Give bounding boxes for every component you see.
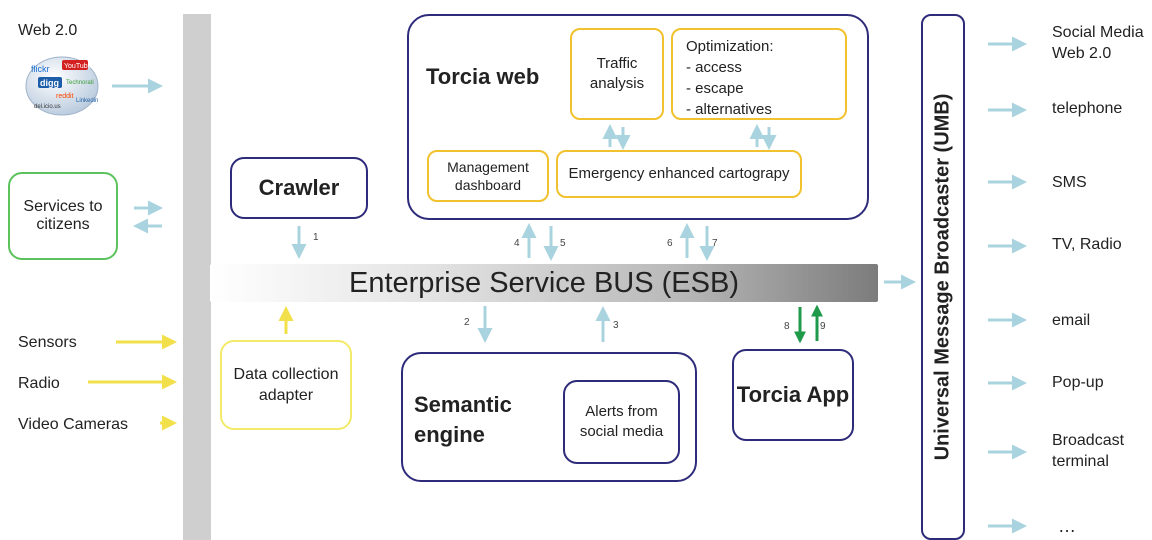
umb-box <box>921 14 965 540</box>
emergency-cartography-box: Emergency enhanced cartograpy <box>556 150 802 198</box>
flow-number-7: 7 <box>712 238 718 249</box>
optimization-box: Optimization: - access - escape - altern… <box>671 28 847 120</box>
flow-number-3: 3 <box>613 320 619 331</box>
enterprise-service-bus: Enterprise Service BUS (ESB) <box>210 264 878 302</box>
flow-number-4: 4 <box>514 238 520 249</box>
left-backbone-bar <box>183 14 211 540</box>
management-dashboard-label: Management dashboard <box>447 159 529 193</box>
flow-number-1: 1 <box>313 232 319 243</box>
semantic-engine-title: Semantic engine <box>414 392 512 447</box>
services-to-citizens-box: Services to citizens <box>8 172 118 260</box>
flow-number-5: 5 <box>560 238 566 249</box>
management-dashboard-box: Management dashboard <box>427 150 549 202</box>
torcia-app-label: Torcia App <box>736 382 850 407</box>
flow-number-9: 9 <box>820 321 826 332</box>
torcia-app-box: Torcia App <box>732 349 854 441</box>
optimization-item-escape: - escape <box>686 80 744 97</box>
web20-logo-text: YouTube <box>64 63 92 70</box>
traffic-analysis-box: Traffic analysis <box>570 28 664 120</box>
alerts-social-media-box: Alerts from social media <box>563 380 680 464</box>
web20-label: Web 2.0 <box>18 22 78 39</box>
flow-number-2: 2 <box>464 317 470 328</box>
optimization-title: Optimization: <box>686 38 774 55</box>
data-collection-adapter-box: Data collection adapter <box>220 340 352 430</box>
flow-number-8: 8 <box>784 321 790 332</box>
optimization-item-alternatives: - alternatives <box>686 101 772 118</box>
web20-logo-text: reddit <box>56 93 74 100</box>
web20-logo-text: flickr <box>31 64 50 74</box>
traffic-analysis-label: Traffic analysis <box>589 55 645 92</box>
output-email: email <box>1052 312 1091 329</box>
torcia-web-title: Torcia web <box>426 64 540 89</box>
services-label: Services to citizens <box>23 198 103 233</box>
emergency-cartography-label: Emergency enhanced cartograpy <box>568 165 790 182</box>
output-tv-radio: TV, Radio <box>1052 236 1122 253</box>
input-sensors-label: Sensors <box>18 334 77 351</box>
alerts-social-media-label: Alerts from social media <box>579 403 664 440</box>
output-sms: SMS <box>1052 174 1087 191</box>
web20-logo-globe: flickr YouTube digg Technorati reddit Li… <box>25 56 99 116</box>
web20-logo-text: Technorati <box>66 80 94 86</box>
web20-logo-text: digg <box>40 78 59 88</box>
crawler-box: Crawler <box>230 157 368 219</box>
web20-logo-text: Linkedin <box>76 98 98 104</box>
adapter-label: Data collection adapter <box>233 366 339 404</box>
esb-label: Enterprise Service BUS (ESB) <box>348 266 739 299</box>
input-radio-label: Radio <box>18 375 60 392</box>
output-popup: Pop-up <box>1052 374 1104 391</box>
flow-number-6: 6 <box>667 238 673 249</box>
output-social-media: Social Media Web 2.0 <box>1052 24 1144 62</box>
input-video-cameras-label: Video Cameras <box>18 416 128 433</box>
output-ellipsis: … <box>1058 516 1076 536</box>
crawler-label: Crawler <box>258 175 340 200</box>
output-telephone: telephone <box>1052 100 1123 117</box>
web20-logo-text: del.icio.us <box>34 104 61 110</box>
optimization-item-access: - access <box>686 59 742 76</box>
output-broadcast-terminal: Broadcast terminal <box>1052 432 1125 470</box>
